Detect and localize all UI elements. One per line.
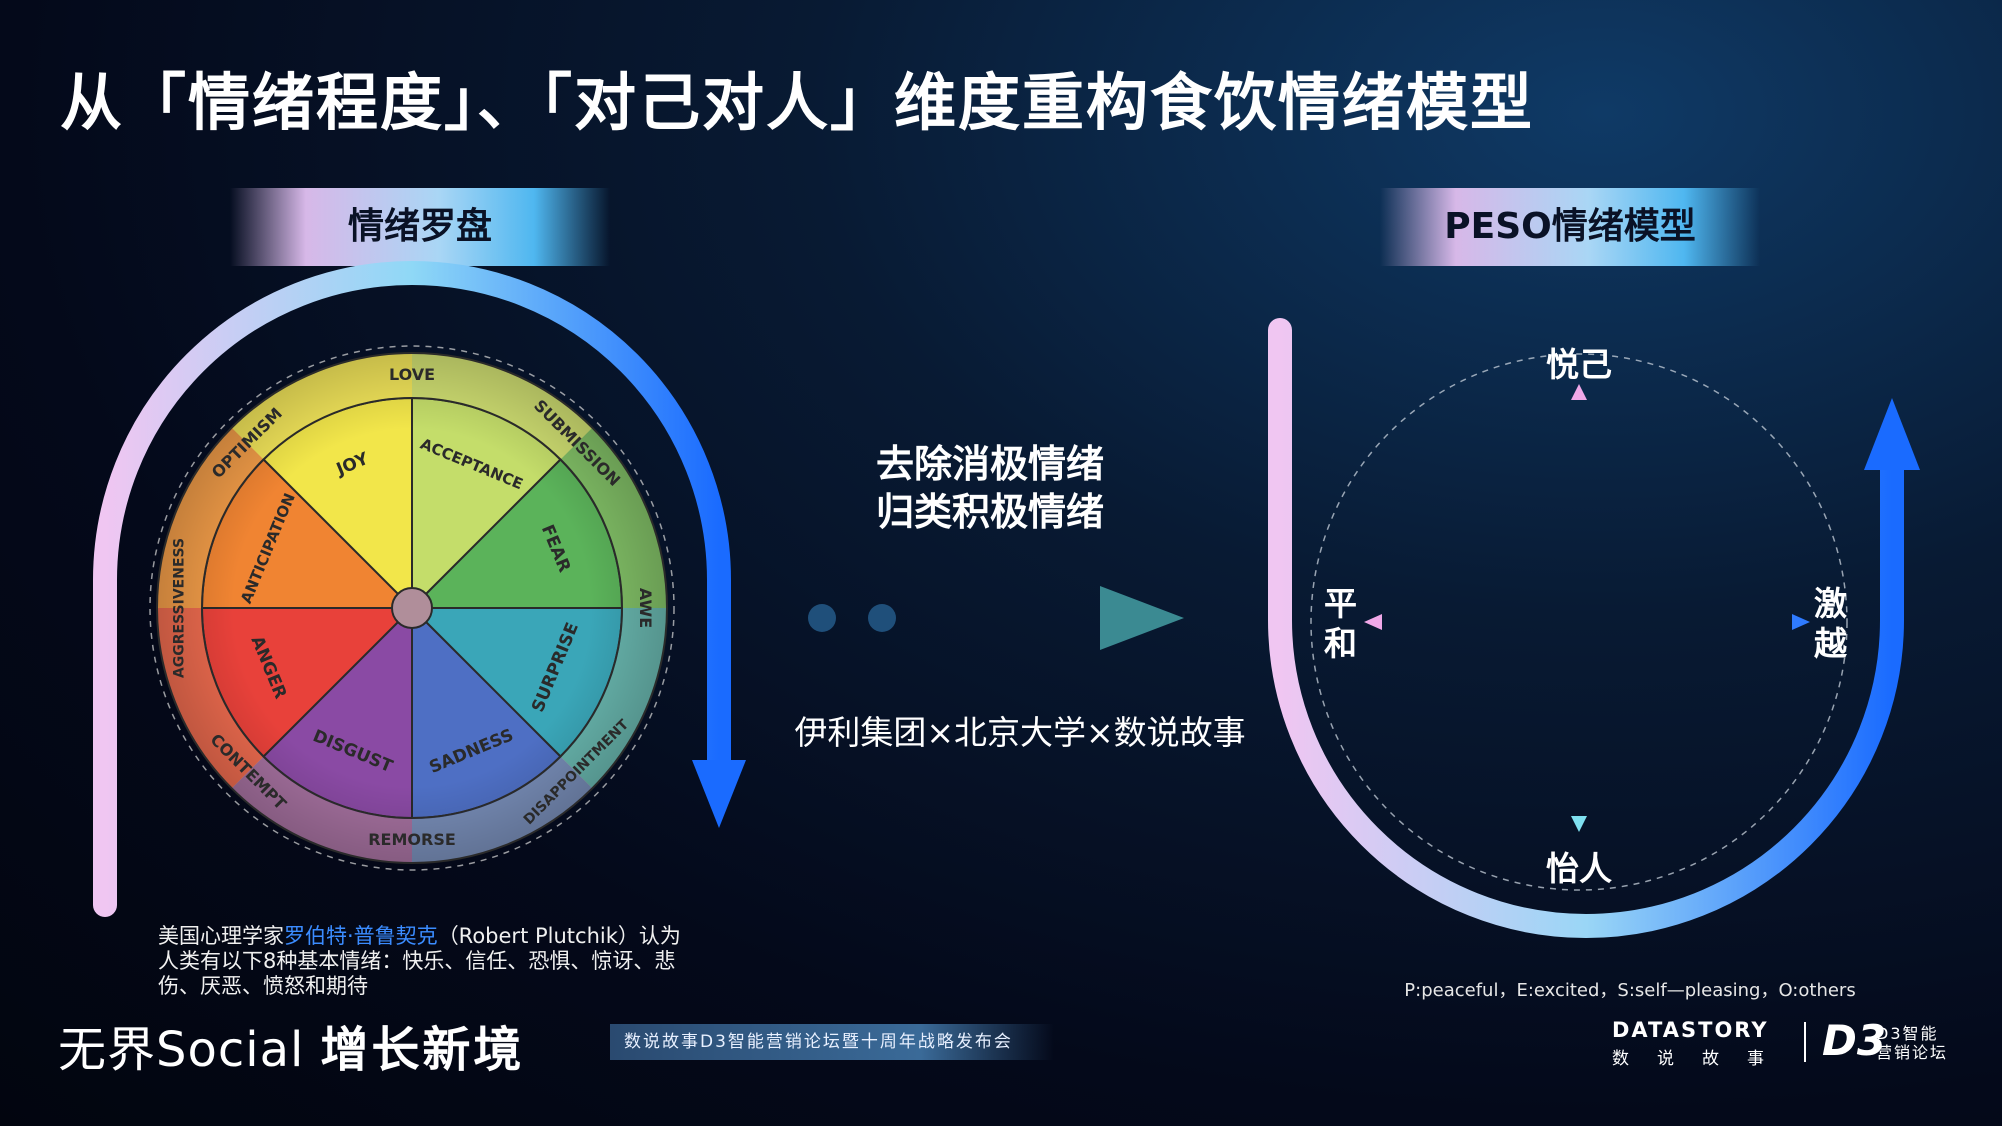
middle-line-1: 去除消极情绪 xyxy=(875,442,1104,486)
footer-slogan: 无界Social 增长新境 xyxy=(58,1010,524,1080)
logo-divider xyxy=(1804,1022,1806,1062)
wheel-outer-label-awe: AWE xyxy=(636,588,655,628)
wheel-outer-label-love: LOVE xyxy=(389,365,435,384)
d3-logo: D3 xyxy=(1822,1016,1887,1065)
axis-right-label: 激越 xyxy=(1814,584,1847,663)
axis-top-label: 悦己 xyxy=(1546,345,1612,384)
peso-quadrant xyxy=(1310,353,1848,891)
slogan-light: 无界Social xyxy=(58,1022,305,1078)
right-flow-arc xyxy=(1268,318,1920,938)
page-title: 从「情绪程度」、「对己对人」维度重构食饮情绪模型 xyxy=(60,66,1535,139)
datastory-logo-cn: 数说故事 xyxy=(1612,1049,1792,1069)
note-prefix: 美国心理学家 xyxy=(158,924,284,948)
peso-model-label: PESO情绪模型 xyxy=(1380,188,1760,266)
event-tag: 数说故事D3智能营销论坛暨十周年战略发布会 xyxy=(610,1024,1054,1060)
d3-text-line-1: D3智能 xyxy=(1876,1024,1939,1043)
peso-legend: P:peaceful，E:excited，S:self—pleasing，O:o… xyxy=(1404,980,1856,1001)
middle-arrow xyxy=(808,586,1184,650)
middle-line-2: 归类积极情绪 xyxy=(875,490,1104,534)
note-highlight: 罗伯特·普鲁契克 xyxy=(284,924,438,948)
plutchik-note: 美国心理学家罗伯特·普鲁契克（Robert Plutchik）认为人类有以下8种… xyxy=(158,924,698,999)
middle-caption: 去除消极情绪 归类积极情绪 xyxy=(820,440,1160,536)
axis-bottom-label: 怡人 xyxy=(1546,849,1612,888)
left-flow-arc xyxy=(93,261,746,917)
d3-logo-text: D3智能营销论坛 xyxy=(1876,1024,1948,1062)
collaboration-text: 伊利集团×北京大学×数说故事 xyxy=(794,713,1246,752)
slogan-bold: 增长新境 xyxy=(320,1022,525,1078)
emotion-wheel-label: 情绪罗盘 xyxy=(230,188,610,266)
datastory-logo: DATASTORY xyxy=(1612,1018,1769,1042)
wheel-outer-label-aggressiveness: AGGRESSIVENESS xyxy=(172,538,188,678)
d3-text-line-2: 营销论坛 xyxy=(1876,1043,1949,1062)
wheel-outer-label-remorse: REMORSE xyxy=(368,830,456,849)
axis-left-label: 平和 xyxy=(1324,584,1357,663)
note-suffix: （Robert Plutchik）认为人类有以下8种基本情绪：快乐、信任、恐惧、… xyxy=(158,924,681,998)
